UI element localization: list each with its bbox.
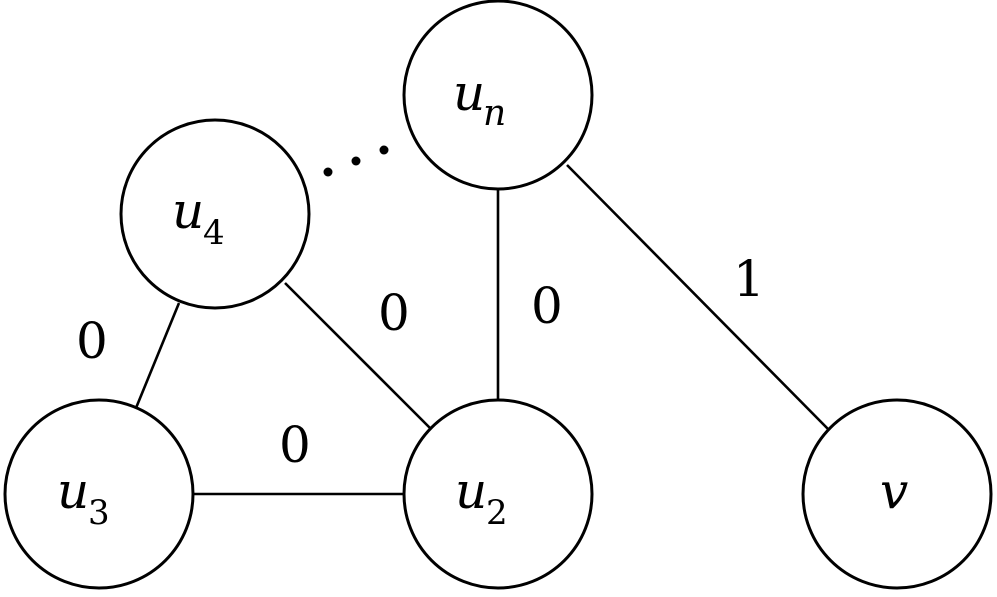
node-u3: u 3: [3, 398, 195, 590]
ellipsis-dots: [323, 145, 389, 177]
node-v: v: [801, 398, 993, 590]
ellipsis-dot: [379, 145, 389, 155]
node-u2-label: u: [455, 462, 487, 520]
node-v-label: v: [880, 462, 908, 520]
edge-weight-un-u2: 0: [531, 277, 563, 335]
node-u3-subscript: 3: [88, 493, 110, 533]
node-un: u n: [402, 0, 594, 191]
node-un-label: u: [453, 64, 485, 122]
node-u2-subscript: 2: [486, 493, 508, 533]
node-u3-label: u: [57, 462, 89, 520]
edge-u4-u3: [134, 302, 181, 409]
edge-weight-u4-u3: 0: [76, 312, 108, 370]
edge-weight-u4-u2: 0: [378, 284, 410, 342]
node-u2: u 2: [402, 398, 594, 590]
node-un-subscript: n: [483, 93, 506, 134]
ellipsis-dot: [351, 156, 361, 166]
edge-un-v: [566, 164, 830, 431]
edge-weight-u3-u2: 0: [279, 416, 311, 474]
node-u4-subscript: 4: [203, 213, 225, 253]
node-u4: u 4: [119, 118, 311, 310]
edge-weight-un-v: 1: [733, 250, 765, 308]
edge-u4-u2: [284, 282, 431, 429]
ellipsis-dot: [323, 167, 333, 177]
node-u4-label: u: [172, 182, 204, 240]
